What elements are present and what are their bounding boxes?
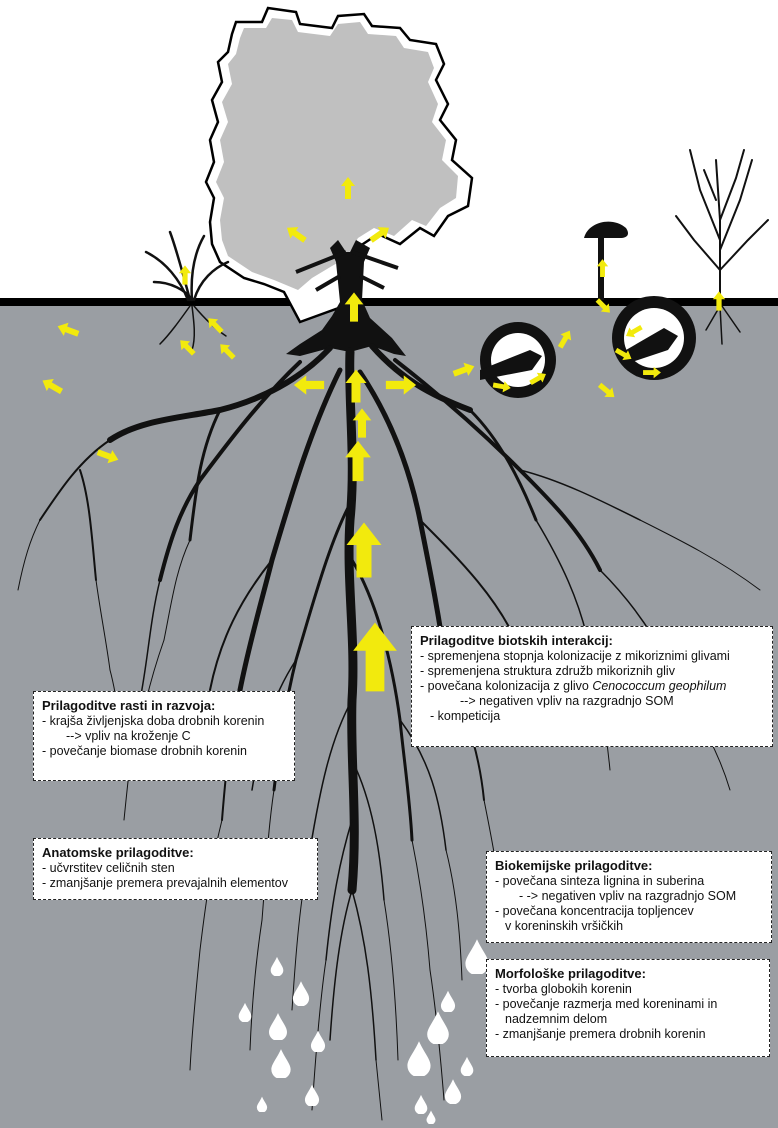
morphological-adaptations-line: - tvorba globokih korenin — [495, 982, 761, 997]
morphological-adaptations-box: Morfološke prilagoditve: - tvorba globok… — [486, 959, 770, 1057]
growth-adaptations-line: - krajša življenjska doba drobnih koreni… — [42, 714, 286, 729]
biochemical-adaptations-line: - povečana koncentracija topljencev — [495, 904, 763, 919]
growth-adaptations-line: --> vpliv na kroženje C — [42, 729, 286, 744]
growth-adaptations-title: Prilagoditve rasti in razvoja: — [42, 698, 286, 713]
biotic-adaptations-title: Prilagoditve biotskih interakcij: — [420, 633, 764, 648]
biochemical-adaptations-title: Biokemijske prilagoditve: — [495, 858, 763, 873]
biotic-line-prefix: - povečana kolonizacija z glivo — [420, 679, 592, 693]
biochemical-adaptations-line: v koreninskih vršičkih — [495, 919, 763, 934]
growth-adaptations-line: - povečanje biomase drobnih korenin — [42, 744, 286, 759]
biotic-adaptations-box: Prilagoditve biotskih interakcij: - spre… — [411, 626, 773, 747]
biotic-adaptations-line: - spremenjena struktura združb mikorizni… — [420, 664, 764, 679]
biotic-adaptations-line: --> negativen vpliv na razgradnjo SOM — [420, 694, 764, 709]
mycorrhiza-left — [480, 322, 556, 398]
anatomical-adaptations-line: - zmanjšanje premera prevajalnih element… — [42, 876, 309, 891]
species-name: Cenococcum geophilum — [592, 679, 726, 693]
morphological-adaptations-line: - zmanjšanje premera drobnih korenin — [495, 1027, 761, 1042]
biotic-adaptations-line: - kompeticija — [420, 709, 764, 724]
anatomical-adaptations-box: Anatomske prilagoditve: - učvrstitev cel… — [33, 838, 318, 900]
biotic-adaptations-line: - povečana kolonizacija z glivo Cenococc… — [420, 679, 764, 694]
biotic-adaptations-line: - spremenjena stopnja kolonizacije z mik… — [420, 649, 764, 664]
mushroom — [584, 222, 628, 300]
biochemical-adaptations-line: - -> negativen vpliv na razgradnjo SOM — [495, 889, 763, 904]
morphological-adaptations-line: - povečanje razmerja med koreninami in — [495, 997, 761, 1012]
morphological-adaptations-title: Morfološke prilagoditve: — [495, 966, 761, 981]
anatomical-adaptations-line: - učvrstitev celičnih sten — [42, 861, 309, 876]
biochemical-adaptations-line: - povečana sinteza lignina in suberina — [495, 874, 763, 889]
morphological-adaptations-line: nadzemnim delom — [495, 1012, 761, 1027]
growth-adaptations-box: Prilagoditve rasti in razvoja: - krajša … — [33, 691, 295, 781]
anatomical-adaptations-title: Anatomske prilagoditve: — [42, 845, 309, 860]
biochemical-adaptations-box: Biokemijske prilagoditve: - povečana sin… — [486, 851, 772, 943]
